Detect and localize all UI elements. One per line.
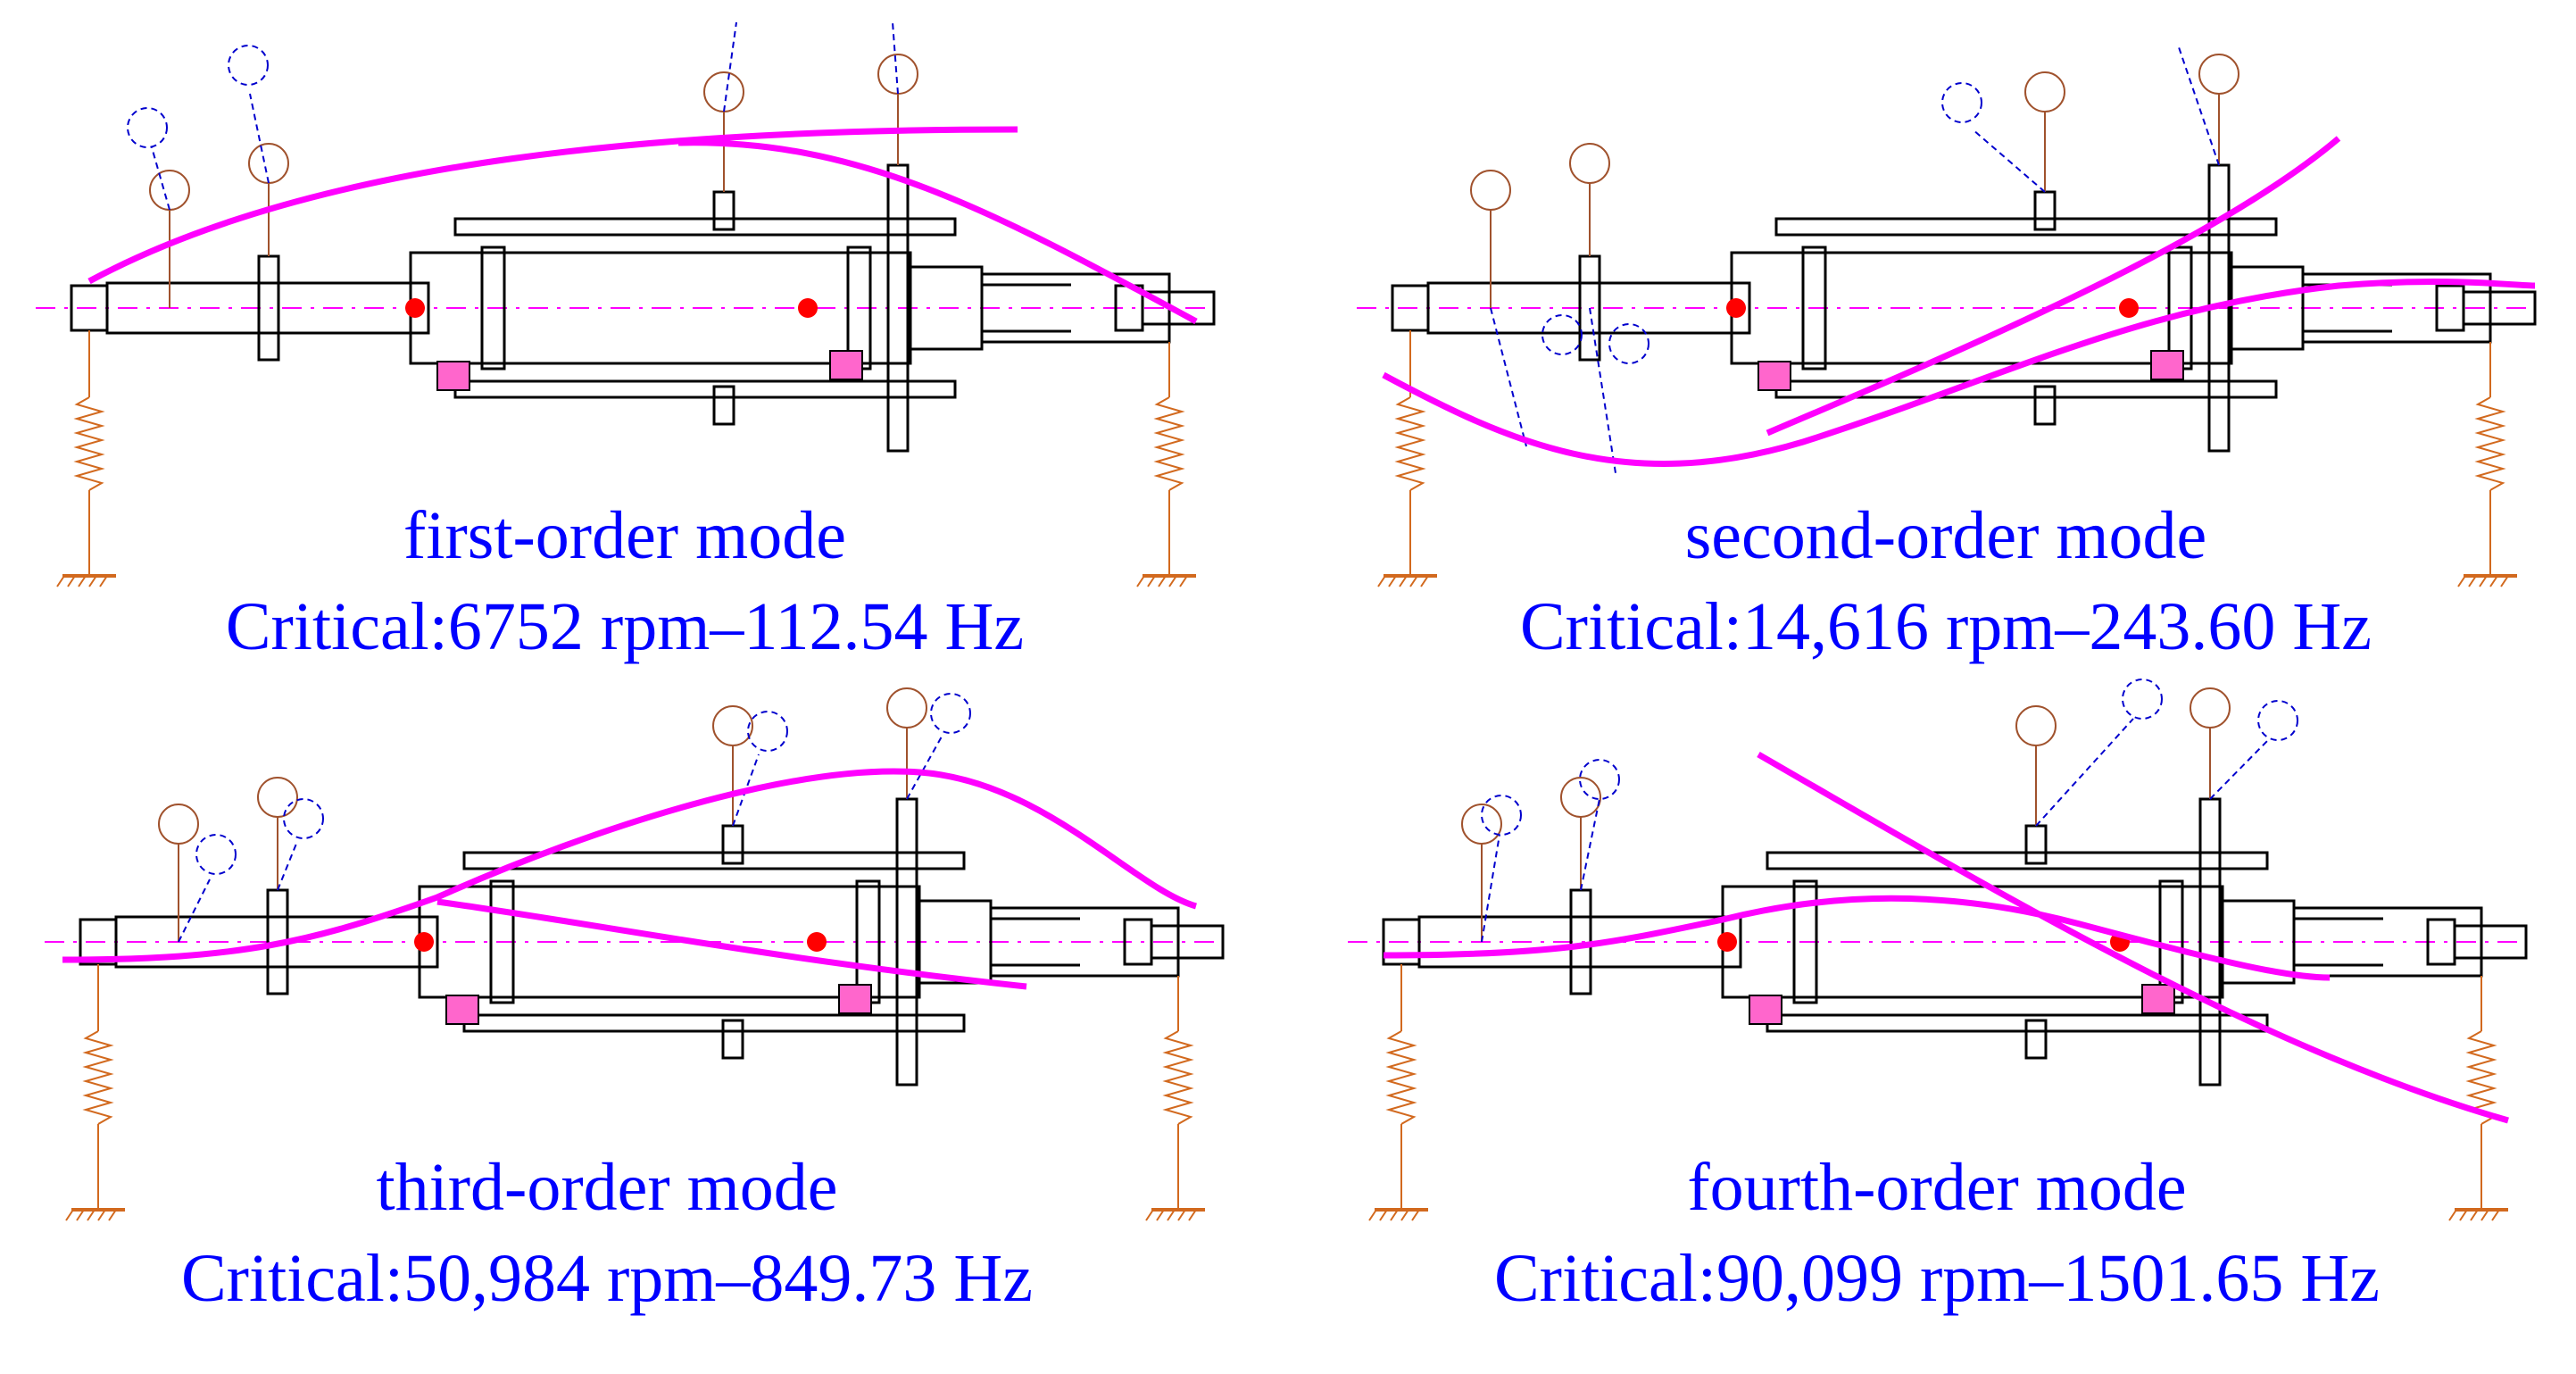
mode-title: third-order mode — [376, 1150, 837, 1225]
mode-title: fourth-order mode — [1687, 1150, 2186, 1225]
mode-shape-curve — [1383, 751, 2509, 1124]
panel-first-order-mode: first-order mode Critical:6752 rpm–112.5… — [34, 21, 1216, 664]
deflected-disc-markers — [127, 21, 899, 211]
panel-second-order-mode: second-order mode Critical:14,616 rpm–24… — [1355, 44, 2537, 664]
panel-fourth-order-mode: fourth-order mode Critical:90,099 rpm–15… — [1346, 679, 2528, 1316]
critical-speed-label: Critical:50,984 rpm–849.73 Hz — [181, 1241, 1033, 1316]
rotor-assembly-drawing — [1346, 687, 2528, 1222]
critical-speed-label: Critical:90,099 rpm–1501.65 Hz — [1494, 1241, 2380, 1316]
deflected-disc-markers — [1481, 679, 2298, 943]
panel-third-order-mode: third-order mode Critical:50,984 rpm–849… — [43, 687, 1225, 1316]
mode-shape-curve — [62, 768, 1197, 990]
mode-title: first-order mode — [403, 498, 846, 573]
deflected-disc-markers — [1490, 44, 2220, 474]
mode-shape-curve — [87, 126, 1198, 325]
mode-shape-curve — [1382, 136, 2536, 467]
mode-title: second-order mode — [1685, 498, 2207, 573]
deflected-disc-markers — [178, 693, 971, 943]
critical-speed-label: Critical:6752 rpm–112.54 Hz — [226, 589, 1024, 664]
critical-speed-label: Critical:14,616 rpm–243.60 Hz — [1520, 589, 2372, 664]
